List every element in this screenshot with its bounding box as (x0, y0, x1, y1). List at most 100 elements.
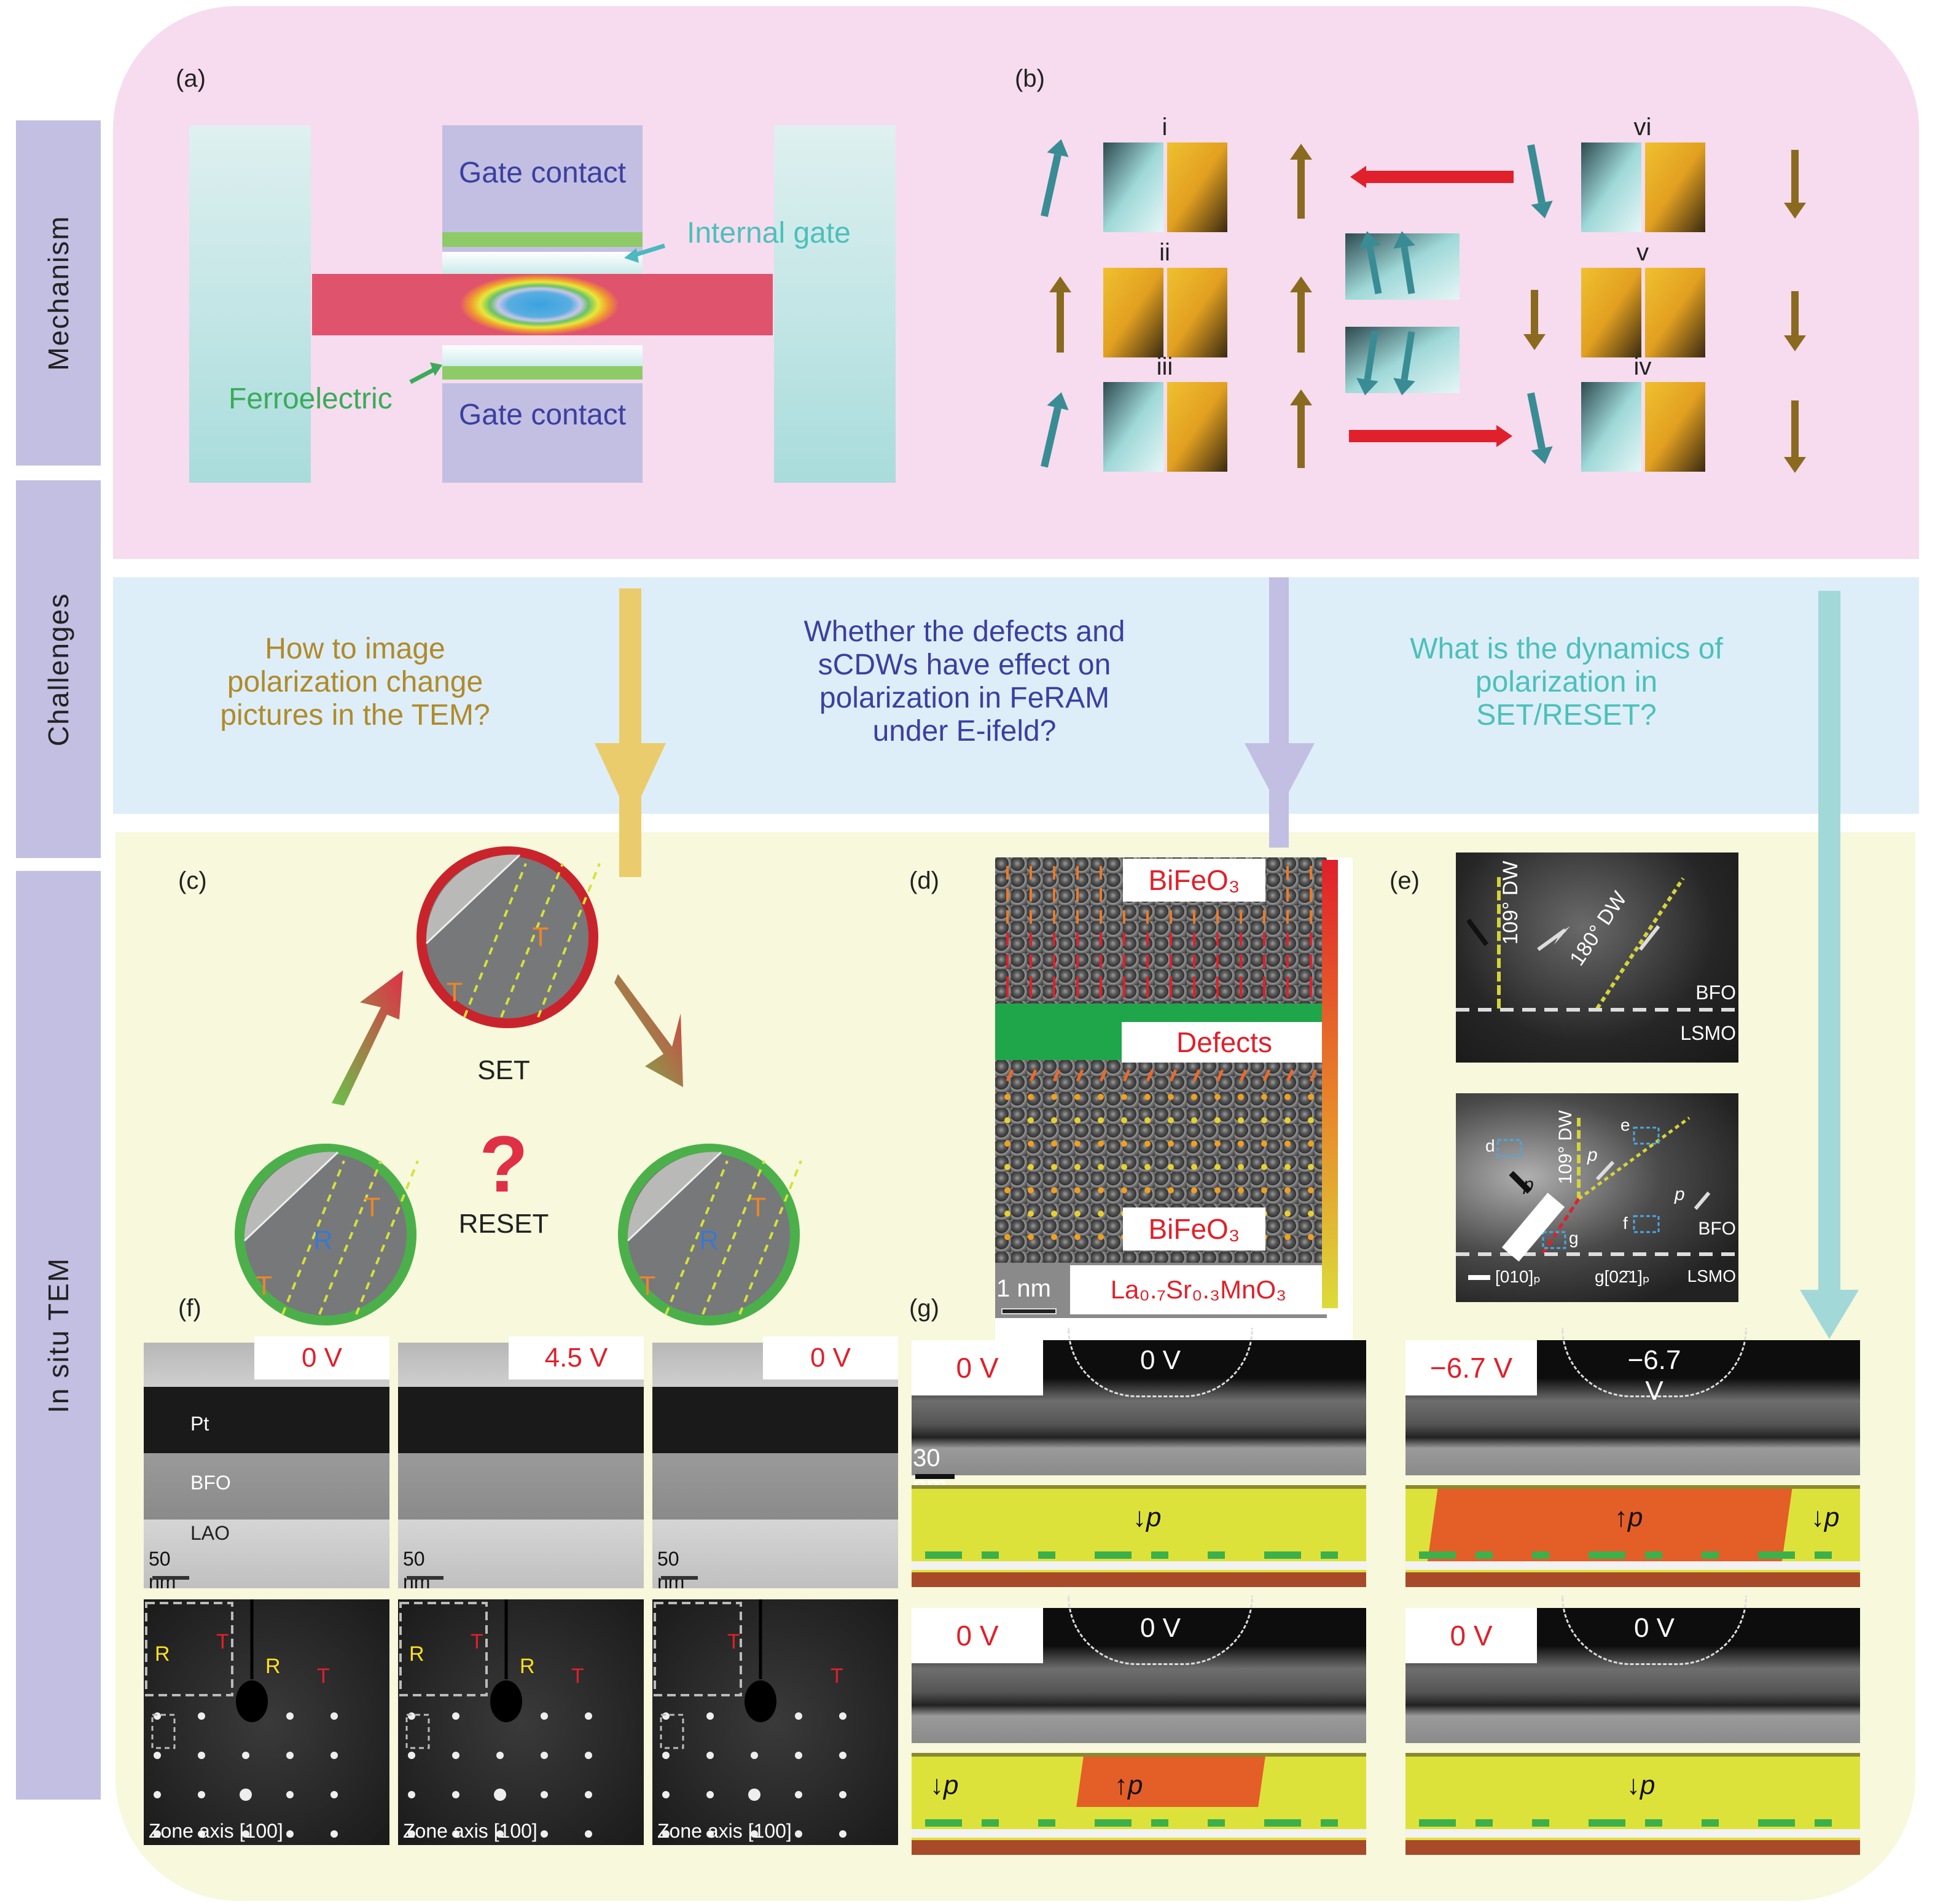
domain-label: T (447, 977, 463, 1007)
box-g-label: g (1569, 1228, 1579, 1247)
tip-voltage-label: −6.7 V (1627, 1345, 1681, 1406)
sidebar-challenges: Challenges (16, 480, 101, 858)
bfo-label: BFO (1698, 1219, 1736, 1239)
domain-label: T (364, 1192, 381, 1222)
polarization-black-arrow-icon (1466, 918, 1489, 946)
diffraction-spot (198, 1712, 205, 1720)
diffraction-spot (839, 1791, 846, 1798)
diffraction-spot (452, 1752, 459, 1759)
reset-label: RESET (458, 1209, 549, 1239)
state-iv-octahedron-left (1581, 382, 1641, 472)
polarization-vector-small (1098, 1234, 1104, 1240)
polarization-vector-up (1029, 1069, 1038, 1082)
polarization-arrow-icon-head (1784, 203, 1806, 219)
diffraction-spot (330, 1712, 338, 1720)
polarization-vector-small (1144, 1117, 1151, 1123)
domain-schematic-0: ↓p (912, 1485, 1366, 1587)
voltage-label: 4.5 V (509, 1336, 644, 1379)
challenge-imaging: How to image polarization change picture… (220, 633, 490, 732)
polarization-vector-small (1308, 1211, 1314, 1217)
polarization-vector-small (1074, 1094, 1081, 1100)
diffraction-spot (585, 1791, 592, 1798)
question-mark-icon: ? (479, 1119, 528, 1209)
interface-line (627, 1151, 722, 1242)
drain-electrode (774, 125, 896, 483)
switching-arrow-left-icon-head (1350, 166, 1366, 188)
set-label: SET (477, 1055, 530, 1085)
defect-marker (1321, 1819, 1338, 1827)
polarization-vector-small (1004, 1094, 1011, 1100)
domain-wall-line (463, 863, 527, 1018)
domain-schematic-1: ↑p↓p (1405, 1485, 1860, 1587)
diffraction-spot (154, 1791, 161, 1798)
polarization-vector-small (1074, 1141, 1081, 1147)
voltage-label: −6.7 V (1405, 1340, 1537, 1395)
bifeo3-top-label: BiFeO₃ (1123, 859, 1265, 902)
polarization-arrow-icon (1527, 392, 1546, 450)
polarization-vector-up (1006, 1069, 1014, 1082)
polarization-vector-up (1262, 1069, 1271, 1082)
polarization-vector-small (1051, 1094, 1057, 1100)
diffraction-spot (751, 1752, 758, 1759)
polarization-vector-small (1238, 1187, 1244, 1193)
set-transition-arrow-icon (332, 970, 403, 1106)
defect-marker (982, 1551, 999, 1559)
polarization-arrow-icon-head (1047, 392, 1069, 411)
intermediate-arrow-icon-head (1356, 378, 1378, 396)
depletion-region (459, 274, 619, 335)
defect-marker (1702, 1819, 1719, 1827)
polarization-vector-small (1004, 1117, 1011, 1123)
defect-marker (1208, 1551, 1225, 1559)
diffraction-spot (662, 1712, 670, 1720)
diffraction-spot (154, 1712, 161, 1720)
p-label: p (1587, 1145, 1598, 1165)
zone-axis-label: Zone axis [100] (149, 1820, 283, 1842)
intermediate-arrow-icon (1401, 331, 1415, 380)
polarization-label: ↓p (1133, 1502, 1162, 1532)
tem-image-2 (652, 1343, 898, 1588)
polarization-vector-small (1004, 1164, 1011, 1170)
polarization-vector-small (1238, 1117, 1244, 1123)
polarization-vector-small (1074, 1187, 1081, 1193)
diffraction-spot (662, 1791, 670, 1798)
intermediate-arrow-icon-head (1359, 231, 1381, 249)
polarization-vector-small (1284, 1164, 1291, 1170)
inset-source-box (660, 1714, 684, 1749)
defect-marker (1419, 1819, 1456, 1827)
polarization-label: ↓p (1811, 1502, 1840, 1532)
defect-marker (925, 1819, 962, 1827)
state-ii-label: ii (1159, 239, 1170, 266)
voltage-label: 0 V (912, 1608, 1043, 1663)
scale-bar-label: 1 nm (996, 1275, 1051, 1302)
diffraction-spot (240, 1789, 252, 1801)
diffraction-spot (198, 1830, 205, 1838)
diffraction-spot (541, 1712, 548, 1720)
polarization-vector-small (1051, 1187, 1057, 1193)
tip-voltage-label: 0 V (1140, 1613, 1181, 1643)
polarization-vector-up (1286, 1069, 1294, 1082)
inset-box (399, 1602, 488, 1696)
spot-label-t: T (571, 1664, 584, 1688)
scale-bar-label: 50 nm (149, 1548, 176, 1593)
polarization-vector-small (1028, 1211, 1034, 1217)
domain-label: R (313, 1225, 333, 1255)
polarization-vector-small (1074, 1211, 1081, 1217)
box-g (1542, 1231, 1566, 1249)
spot-label-r: R (155, 1642, 170, 1666)
defect-marker (1264, 1819, 1301, 1827)
box-f-label: f (1623, 1214, 1628, 1233)
polarization-vector-small (1144, 1094, 1151, 1100)
diffraction-spot (494, 1789, 506, 1801)
polarization-vector-small (1098, 1187, 1104, 1193)
polarization-vector-small (1144, 1141, 1151, 1147)
defect-marker (1264, 1551, 1301, 1559)
polarization-vector-up (1216, 1069, 1224, 1082)
polarization-vector-small (1261, 1141, 1267, 1147)
diffraction-spot (242, 1830, 249, 1838)
polarization-black-arrow-icon (1509, 1171, 1532, 1194)
electrode-layer (1405, 1829, 1860, 1838)
diffraction-spot (585, 1752, 592, 1759)
polarization-vector-small (1028, 1117, 1034, 1123)
polarization-arrow-icon-head (1290, 389, 1312, 405)
polarization-vector-small (1098, 1141, 1104, 1147)
